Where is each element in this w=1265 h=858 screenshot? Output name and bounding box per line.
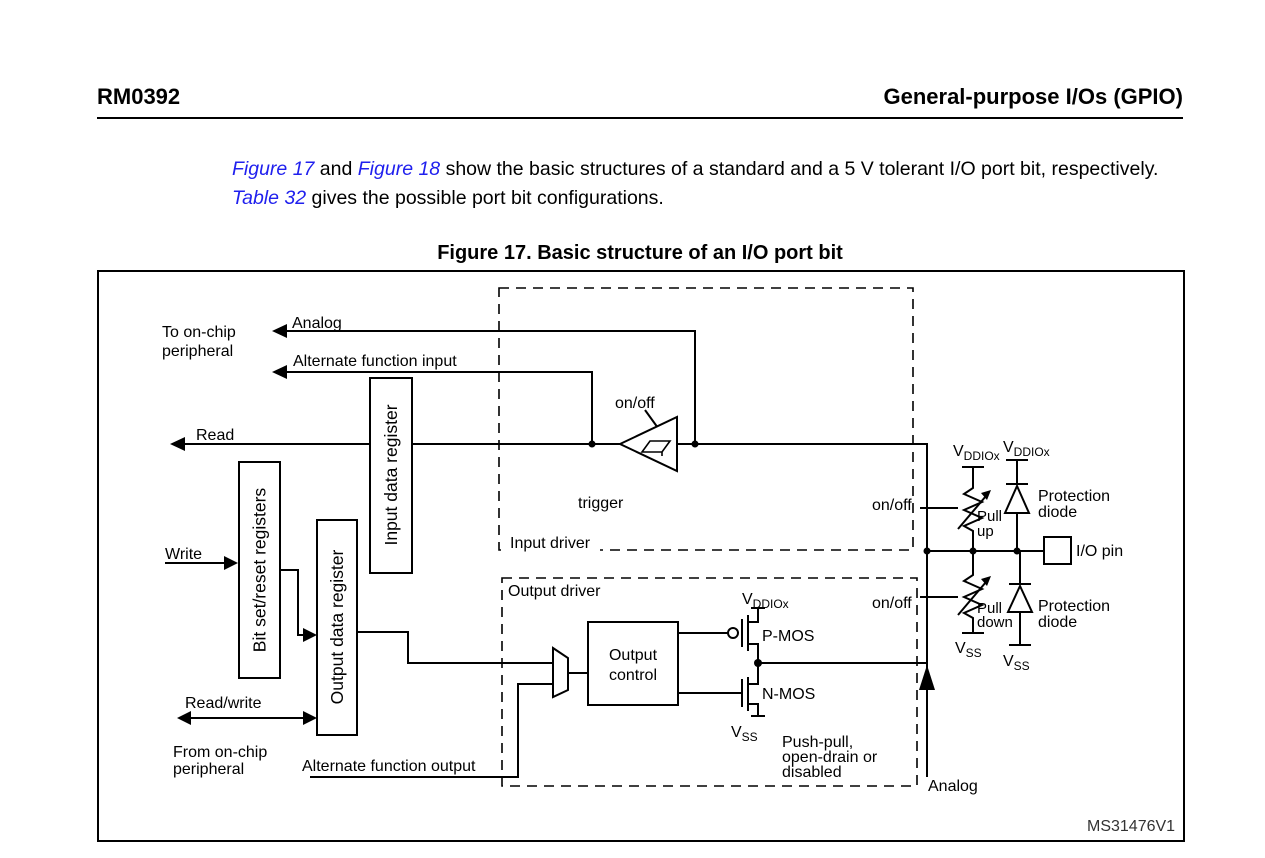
arrow-bsrr-odr [303, 628, 317, 642]
intro-text-1: show the basic structures of a standard … [440, 158, 1159, 180]
arrow-afi-left [272, 365, 287, 379]
header-doc-id: RM0392 [97, 84, 181, 109]
input-data-register-box [369, 377, 413, 574]
label-onoff-trigger: on/off [615, 395, 655, 412]
wire-alt-fn-output [310, 683, 553, 778]
arrow-readwrite-right [303, 711, 317, 725]
label-push-pull-3: disabled [782, 764, 842, 781]
label-read: Read [196, 427, 234, 444]
label-vddiox-diode: VDDIOx [1003, 439, 1050, 459]
label-protection-diode-bottom-2: diode [1038, 614, 1077, 631]
label-pull-down-1: Pull [977, 600, 1002, 617]
label-vddiox-pmos: VDDIOx [742, 591, 789, 611]
mux-symbol [552, 646, 569, 699]
output-driver-box [501, 577, 918, 787]
wire-odr-mux [357, 631, 553, 664]
pull-down-arrow-line [957, 581, 987, 616]
arrow-pulldown-variable [981, 576, 991, 586]
arrowheads [170, 324, 991, 725]
label-nmos: N-MOS [762, 686, 815, 703]
label-protection-diode-bottom-1: Protection [1038, 598, 1110, 615]
label-alt-fn-input: Alternate function input [293, 353, 457, 370]
label-analog-top: Analog [292, 315, 342, 332]
protection-diode-top-wire [1006, 459, 1028, 551]
header-chapter-title: General-purpose I/Os (GPIO) [883, 84, 1183, 109]
junction-dots [588, 440, 1021, 667]
label-alt-fn-output: Alternate function output [302, 758, 476, 775]
intro-text-2: gives the possible port bit configuratio… [306, 187, 664, 209]
label-pull-up-1: Pull [977, 508, 1002, 525]
label-to-on-chip-2: peripheral [162, 343, 233, 360]
label-output-data-register: Output data register [327, 549, 347, 704]
protection-diode-bottom-icon [1006, 583, 1034, 613]
label-bit-set-reset-registers: Bit set/reset registers [250, 488, 270, 653]
figure-watermark: MS31476V1 [1087, 818, 1175, 835]
link-figure-17[interactable]: Figure 17 [232, 158, 315, 180]
pull-up-arrow-line [957, 495, 987, 530]
pull-up-resistor [961, 467, 985, 551]
label-pull-down-2: down [977, 614, 1013, 631]
io-pin-square [1043, 536, 1072, 565]
input-driver-box [498, 287, 914, 551]
wire-analog-top [287, 330, 696, 444]
label-pmos: P-MOS [762, 628, 814, 645]
label-read-write: Read/write [185, 695, 262, 712]
label-output-control-1: Output [609, 647, 658, 664]
intro-paragraph: Figure 17 and Figure 18 show the basic s… [232, 155, 1190, 213]
bit-set-reset-registers-box [238, 461, 281, 679]
label-analog-bottom: Analog [928, 778, 978, 795]
pmos-gate-bubble [727, 627, 739, 639]
label-output-driver: Output driver [508, 583, 601, 600]
link-figure-18[interactable]: Figure 18 [357, 158, 441, 180]
hysteresis-icon [640, 440, 672, 456]
nmos-symbol [741, 666, 765, 717]
protection-diode-top-icon [1003, 483, 1031, 514]
label-to-on-chip-1: To on-chip [162, 324, 236, 341]
figure-17-diagram: To on-chip peripheral Analog Alternate f… [97, 270, 1185, 842]
label-trigger: trigger [578, 495, 624, 512]
wire-bsrr-odr [280, 569, 304, 636]
output-control-box [587, 621, 679, 706]
label-push-pull-1: Push-pull, [782, 734, 853, 751]
link-table-32[interactable]: Table 32 [232, 187, 307, 209]
label-from-on-chip-2: peripheral [173, 761, 244, 778]
arrow-readwrite-left [177, 711, 191, 725]
label-vss-pulldown: VSS [955, 640, 982, 660]
arrow-analog-left [272, 324, 287, 338]
onoff-trigger-pointer [644, 409, 659, 429]
arrow-read-left [170, 437, 185, 451]
output-data-register-box [316, 519, 358, 736]
arrow-analog-up [919, 665, 935, 690]
label-protection-diode-top-1: Protection [1038, 488, 1110, 505]
pmos-symbol [741, 607, 765, 660]
arrow-write-right [224, 556, 238, 570]
label-output-control-2: control [609, 667, 657, 684]
label-write: Write [165, 546, 202, 563]
label-io-pin: I/O pin [1076, 543, 1123, 560]
label-input-driver: Input driver [510, 535, 591, 552]
input-driver-label-bg [504, 532, 600, 552]
label-vss-diode: VSS [1003, 653, 1030, 673]
wire-alt-fn-input [287, 371, 593, 444]
label-vddiox-pullup: VDDIOx [953, 443, 1000, 463]
label-protection-diode-top-2: diode [1038, 504, 1077, 521]
label-onoff-pulldown: on/off [872, 595, 912, 612]
arrow-pullup-variable [981, 490, 991, 500]
label-vss-nmos: VSS [731, 724, 758, 744]
pull-down-resistor [961, 551, 985, 633]
intro-text-and: and [314, 158, 358, 180]
label-from-on-chip-1: From on-chip [173, 744, 267, 761]
label-pull-up-2: up [977, 523, 994, 540]
label-onoff-pullup: on/off [872, 497, 912, 514]
label-push-pull-2: open-drain or [782, 749, 878, 766]
header-rule [97, 117, 1183, 119]
label-input-data-register: Input data register [381, 404, 401, 545]
figure-title: Figure 17. Basic structure of an I/O por… [437, 242, 843, 264]
